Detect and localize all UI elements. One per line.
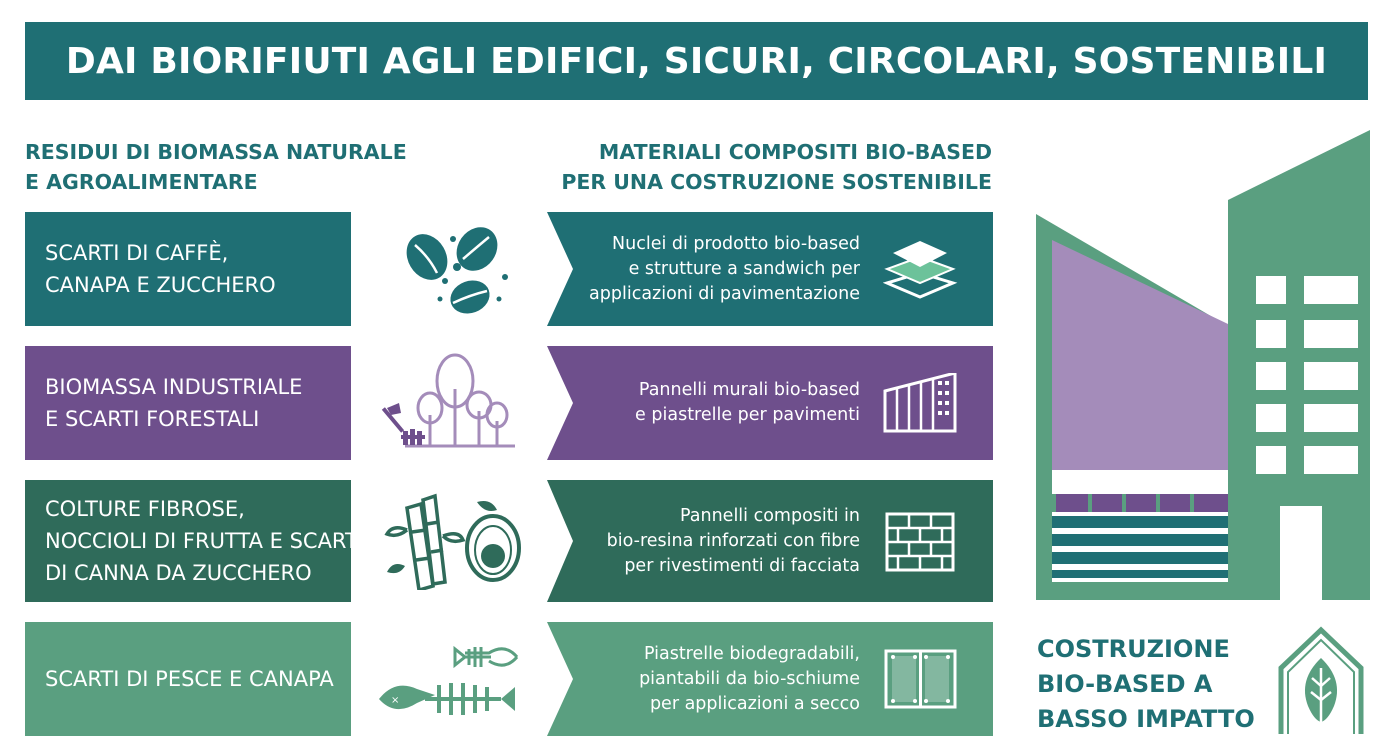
row-label-line: E SCARTI FORESTALI xyxy=(45,407,260,431)
footer-label-line: BASSO IMPATTO xyxy=(1037,705,1255,733)
svg-text:×: × xyxy=(391,695,399,706)
fish-bones-icon: × xyxy=(379,645,519,715)
row-label-line: DI CANNA DA ZUCCHERO xyxy=(45,561,312,585)
row-description-line: piantabili da bio-schiume xyxy=(639,668,860,689)
row-label: SCARTI DI PESCE E CANAPA xyxy=(45,663,334,695)
left-heading-line: E AGROALIMENTARE xyxy=(25,170,258,194)
row-description-line: Piastrelle biodegradabili, xyxy=(643,643,860,664)
row-label: BIOMASSA INDUSTRIALE E SCARTI FORESTALI xyxy=(45,371,302,435)
title-banner: DAI BIORIFIUTI AGLI EDIFICI, SICURI, CIR… xyxy=(25,22,1368,100)
row-background xyxy=(25,346,993,460)
row-fish-hemp: SCARTI DI PESCE E CANAPA × Piastrelle bi… xyxy=(25,622,993,736)
row-description-line: per applicazioni a secco xyxy=(649,693,860,714)
footer-label: COSTRUZIONE BIO-BASED A BASSO IMPATTO xyxy=(1037,632,1255,737)
house-leaf-icon xyxy=(1278,626,1364,734)
right-heading-line: PER UNA COSTRUZIONE SOSTENIBILE xyxy=(561,170,992,194)
footer-label-line: COSTRUZIONE xyxy=(1037,635,1230,663)
row-label-box: COLTURE FIBROSE, NOCCIOLI DI FRUTTA E SC… xyxy=(25,480,364,602)
row-industrial-biomass-forestry: BIOMASSA INDUSTRIALE E SCARTI FORESTALI … xyxy=(25,346,993,460)
row-description-line: per rivestimenti di facciata xyxy=(624,555,860,576)
row-description: Pannelli murali bio-based e piastrelle p… xyxy=(550,346,860,460)
row-description: Piastrelle biodegradabili, piantabili da… xyxy=(550,622,860,736)
trees-axe-icon xyxy=(381,353,515,448)
row-description-line: Pannelli murali bio-based xyxy=(638,380,860,400)
row-description-line: e piastrelle per pavimenti xyxy=(635,405,860,425)
row-label: SCARTI DI CAFFÈ, CANAPA E ZUCCHERO xyxy=(45,237,276,301)
row-coffee-hemp-sugar: SCARTI DI CAFFÈ, CANAPA E ZUCCHERO Nucle… xyxy=(25,212,993,326)
row-label-box: SCARTI DI CAFFÈ, CANAPA E ZUCCHERO xyxy=(25,212,353,326)
row-label: COLTURE FIBROSE, NOCCIOLI DI FRUTTA E SC… xyxy=(45,493,364,589)
layers-icon xyxy=(883,241,958,299)
row-label-line: SCARTI DI CAFFÈ, xyxy=(45,241,229,265)
row-fibre-crops-fruit-pits: COLTURE FIBROSE, NOCCIOLI DI FRUTTA E SC… xyxy=(25,480,993,602)
row-label-line: NOCCIOLI DI FRUTTA E SCARTI xyxy=(45,529,365,553)
row-background xyxy=(25,212,993,326)
row-label-box: SCARTI DI PESCE E CANAPA xyxy=(25,622,353,736)
left-heading-line: RESIDUI DI BIOMASSA NATURALE xyxy=(25,140,407,164)
row-label-box: BIOMASSA INDUSTRIALE E SCARTI FORESTALI xyxy=(25,346,353,460)
footer-label-line: BIO-BASED A xyxy=(1037,670,1213,698)
row-label-line: BIOMASSA INDUSTRIALE xyxy=(45,375,303,399)
coffee-beans-icon xyxy=(406,227,508,314)
row-description: Nuclei di prodotto bio-based e strutture… xyxy=(550,212,860,326)
building-icon xyxy=(1036,130,1370,600)
row-label-line: COLTURE FIBROSE, xyxy=(45,497,245,521)
row-description-line: bio-resina rinforzati con fibre xyxy=(606,530,860,551)
page-title: DAI BIORIFIUTI AGLI EDIFICI, SICURI, CIR… xyxy=(65,40,1328,82)
row-description-line: applicazioni di pavimentazione xyxy=(589,283,860,304)
right-column-heading: MATERIALI COMPOSITI BIO-BASED PER UNA CO… xyxy=(520,137,992,197)
row-description-line: e strutture a sandwich per xyxy=(628,258,860,279)
row-description-line: Nuclei di prodotto bio-based xyxy=(612,233,860,254)
row-description-line: Pannelli compositi in xyxy=(680,505,860,526)
row-label-line: SCARTI DI PESCE E CANAPA xyxy=(45,667,334,691)
row-description: Pannelli compositi in bio-resina rinforz… xyxy=(550,480,860,602)
wall-panel-icon xyxy=(883,373,957,433)
row-label-line: CANAPA E ZUCCHERO xyxy=(45,273,276,297)
row-background xyxy=(25,480,993,602)
right-heading-line: MATERIALI COMPOSITI BIO-BASED xyxy=(598,140,992,164)
left-column-heading: RESIDUI DI BIOMASSA NATURALE E AGROALIME… xyxy=(25,137,407,197)
brick-icon xyxy=(885,512,955,572)
tiles-icon xyxy=(884,649,957,709)
bamboo-avocado-icon xyxy=(384,493,521,590)
